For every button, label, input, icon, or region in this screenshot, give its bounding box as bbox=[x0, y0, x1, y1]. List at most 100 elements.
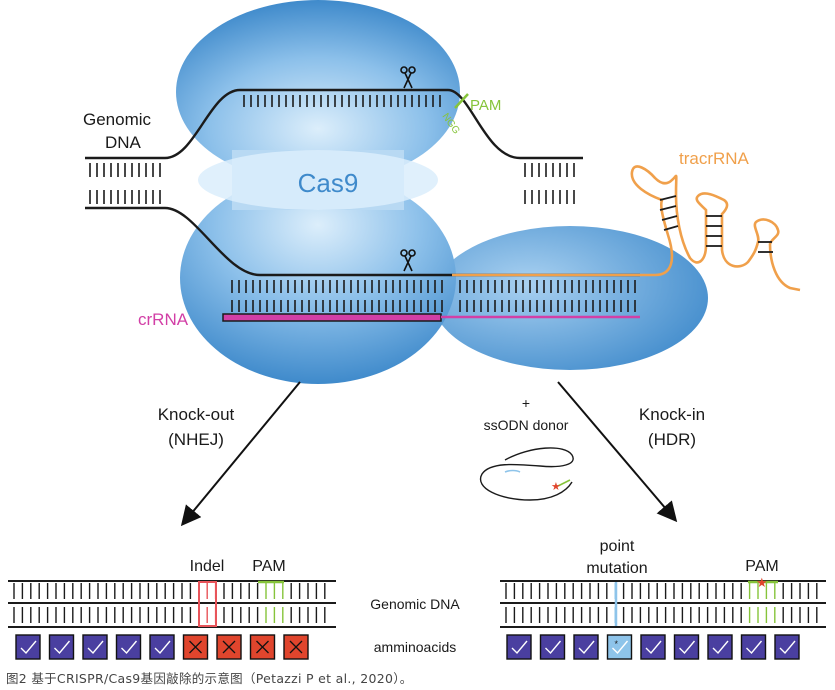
amino-acid-row-right: * bbox=[506, 634, 800, 660]
cross-icon bbox=[289, 640, 303, 654]
amino-acid-ok bbox=[707, 634, 733, 660]
check-icon bbox=[54, 640, 71, 655]
label-knock-out: Knock-out bbox=[158, 405, 235, 424]
amino-acid-x bbox=[182, 634, 209, 660]
amino-acid-ok bbox=[774, 634, 800, 660]
label-crrna: crRNA bbox=[138, 310, 189, 329]
amino-acid-ok bbox=[149, 634, 175, 660]
bottom-rungs bbox=[13, 580, 818, 627]
check-icon bbox=[779, 640, 796, 655]
arrow-knock-in bbox=[557, 381, 678, 523]
amino-acid-row-left bbox=[15, 634, 309, 660]
scissors-ring-left bbox=[400, 66, 408, 74]
label-genomic: Genomic bbox=[83, 110, 152, 129]
check-icon bbox=[87, 640, 104, 655]
amino-acid-square bbox=[774, 634, 800, 660]
label-knock-in: Knock-in bbox=[639, 405, 705, 424]
pam-marker bbox=[454, 93, 469, 109]
amino-acid-ok bbox=[506, 634, 532, 660]
cross-icon bbox=[256, 640, 269, 654]
amino-acid-square bbox=[707, 634, 733, 660]
cas9-right-lobe bbox=[432, 226, 708, 370]
check-icon bbox=[545, 640, 562, 655]
ssodn-segment bbox=[504, 469, 521, 473]
amino-acid-ok bbox=[640, 634, 666, 660]
amino-acid-square bbox=[640, 634, 666, 660]
mutation-star-icon: ★ bbox=[551, 481, 561, 493]
check-icon bbox=[679, 640, 696, 655]
label-pam-right: PAM bbox=[745, 558, 778, 575]
amino-acid-square bbox=[48, 634, 75, 660]
scissors-ring-left bbox=[400, 249, 408, 257]
ssodn-green bbox=[557, 479, 571, 487]
label-plus: + bbox=[522, 395, 530, 411]
amino-acid-x bbox=[216, 634, 242, 660]
hairpin-rung bbox=[659, 205, 677, 211]
amino-acid-ok bbox=[673, 634, 700, 660]
cas9-bottom-lobe bbox=[180, 172, 456, 384]
amino-acid-square bbox=[15, 634, 41, 660]
ssodn-loop bbox=[479, 447, 574, 501]
amino-acid-x bbox=[249, 634, 276, 660]
hairpin-rung bbox=[663, 225, 679, 231]
dna-rungs bbox=[89, 95, 636, 312]
amino-acid-ok bbox=[15, 634, 41, 660]
label-indel: Indel bbox=[190, 558, 225, 575]
tracrrna-strand bbox=[452, 165, 801, 292]
dna-lower-strand bbox=[85, 206, 640, 277]
check-icon bbox=[645, 640, 662, 655]
label-tracrrna: tracrRNA bbox=[679, 149, 750, 168]
check-icon bbox=[578, 640, 595, 655]
cross-icon bbox=[189, 640, 202, 654]
amino-acid-square bbox=[149, 634, 175, 660]
amino-acid-ok bbox=[539, 634, 566, 660]
label-amino-acids: amminoacids bbox=[374, 639, 456, 655]
amino-acid-square bbox=[115, 634, 142, 660]
rna-elements bbox=[222, 165, 801, 322]
amino-acid-square bbox=[606, 634, 633, 660]
bottom-dna-left bbox=[8, 580, 336, 628]
scissors-ring-right bbox=[408, 66, 416, 74]
label-pam-left: PAM bbox=[252, 558, 285, 575]
label-hdr: (HDR) bbox=[648, 430, 696, 449]
cross-icon bbox=[222, 640, 236, 654]
arrow-knock-out bbox=[180, 381, 301, 527]
hairpin-rung bbox=[661, 215, 678, 221]
amino-acid-square bbox=[673, 634, 700, 660]
amino-acid-square bbox=[506, 634, 532, 660]
label-pam-top: PAM bbox=[470, 97, 501, 114]
check-icon bbox=[746, 640, 763, 655]
amino-acid-ok bbox=[82, 634, 108, 660]
dna-upper-strand bbox=[85, 88, 583, 160]
check-icon bbox=[121, 640, 138, 655]
check-icon bbox=[511, 640, 528, 655]
bottom-dna-right bbox=[500, 580, 826, 628]
scissors-ring-right bbox=[408, 249, 416, 257]
cas9-top-lobe bbox=[176, 0, 460, 184]
label-cas9: Cas9 bbox=[298, 168, 359, 198]
cas9-highlight bbox=[198, 150, 438, 210]
figure-caption: 图2 基于CRISPR/Cas9基因敲除的示意图（Petazzi P et al… bbox=[6, 671, 413, 686]
label-dna: DNA bbox=[105, 133, 142, 152]
crrna-box bbox=[222, 313, 442, 322]
check-icon bbox=[154, 640, 171, 655]
scissors-icon bbox=[400, 66, 416, 89]
mutation-star-icon: * bbox=[615, 639, 619, 649]
amino-acid-ok bbox=[740, 634, 767, 660]
amino-acid-x bbox=[283, 634, 309, 660]
amino-acid-square bbox=[539, 634, 566, 660]
amino-acid-ok bbox=[48, 634, 75, 660]
scissors-blades bbox=[403, 72, 413, 89]
amino-acid-square bbox=[573, 634, 599, 660]
genomic-dna bbox=[85, 88, 640, 277]
amino-acid-square bbox=[740, 634, 767, 660]
tracrrna-hairpin-rungs bbox=[659, 195, 773, 253]
amino-acid-square bbox=[82, 634, 108, 660]
label-genomic-dna-center: Genomic DNA bbox=[370, 596, 460, 612]
amino-acid-ok bbox=[573, 634, 599, 660]
check-icon bbox=[20, 640, 37, 655]
scissors-icon bbox=[400, 249, 416, 272]
label-nhej: (NHEJ) bbox=[168, 430, 224, 449]
hairpin-rung bbox=[659, 195, 677, 201]
